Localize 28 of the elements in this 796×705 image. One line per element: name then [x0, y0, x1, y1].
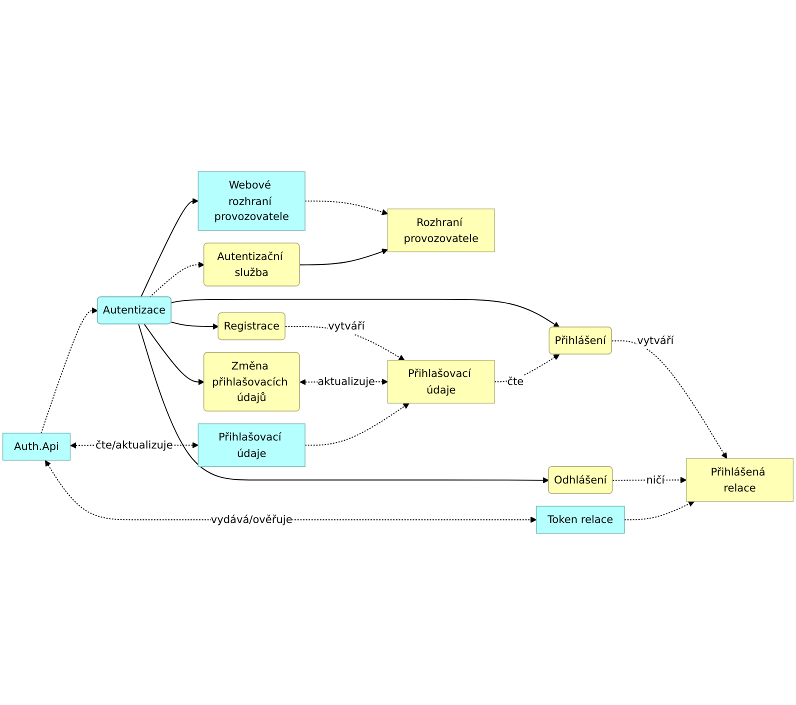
edge-label: čte [507, 375, 524, 388]
arrow [304, 200, 388, 216]
arrow [624, 501, 694, 520]
edge-label: čte/aktualizuje [96, 438, 173, 452]
edge-label: vydává/ověřuje [210, 513, 292, 526]
node-box: Webové rozhraní provozovatele [198, 171, 306, 231]
node-box: Rozhraní provozovatele [387, 208, 495, 252]
arrow [299, 248, 388, 266]
edge-label: aktualizuje [318, 375, 376, 388]
arrow [140, 198, 198, 298]
node-box: Přihlašovací údaje [198, 423, 306, 468]
arrow [149, 262, 204, 298]
edge-label: vytváří [637, 334, 674, 347]
arrow [611, 340, 728, 459]
arrow [304, 402, 410, 446]
node-box: Auth.Api [2, 432, 71, 461]
arrow [170, 322, 219, 330]
arrow [494, 354, 560, 382]
edge-label: ničí [646, 474, 665, 486]
arrow [138, 324, 550, 484]
node-box: Přihlášená relace [686, 458, 794, 502]
arrow [170, 298, 560, 328]
node-box: Přihlašovací údaje [387, 360, 495, 404]
arrow [40, 307, 98, 434]
arrow [612, 476, 687, 484]
edge-label: vytváří [328, 320, 365, 332]
node-box: Token relace [536, 506, 625, 534]
arrow [144, 324, 204, 386]
